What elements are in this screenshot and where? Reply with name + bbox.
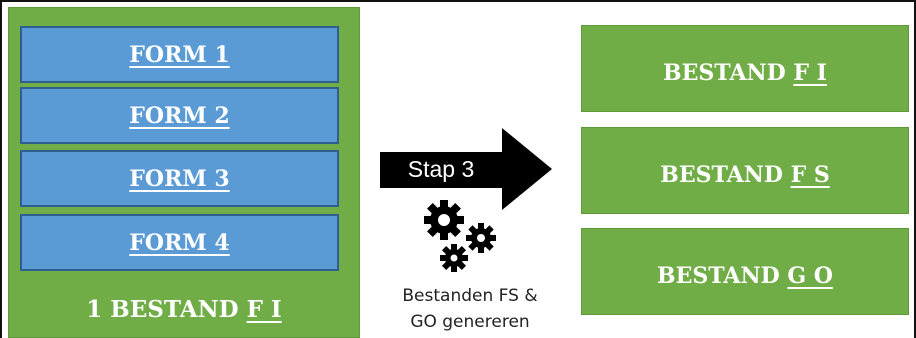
- target-file-go[interactable]: BESTAND G O: [581, 228, 909, 315]
- step-caption-line-2: GO genereren: [410, 312, 530, 332]
- target-file-prefix: BESTAND: [657, 262, 780, 289]
- target-file-code: G O: [787, 262, 833, 289]
- step-caption-line-1: Bestanden FS &: [402, 286, 538, 306]
- arrow-shape: [380, 128, 552, 210]
- gear-large: [424, 200, 464, 240]
- gears-icon: [424, 200, 496, 272]
- target-file-code: F S: [790, 161, 830, 188]
- step-caption: Bestanden FS & GO genereren: [375, 283, 565, 335]
- target-file-prefix: BESTAND: [663, 59, 786, 86]
- form-3-link[interactable]: FORM 3: [20, 150, 339, 207]
- form-1-link[interactable]: FORM 1: [20, 26, 339, 83]
- source-file-label: 1 BESTAND F I: [8, 296, 360, 323]
- target-file-prefix: BESTAND: [660, 161, 783, 188]
- form-2-link[interactable]: FORM 2: [20, 87, 339, 144]
- target-file-fi[interactable]: BESTAND F I: [581, 25, 909, 112]
- source-file-prefix: 1 BESTAND: [86, 296, 247, 323]
- gear-right: [466, 223, 496, 253]
- form-4-link[interactable]: FORM 4: [20, 214, 339, 271]
- source-file-code: F I: [246, 296, 282, 323]
- target-file-code: F I: [793, 59, 827, 86]
- target-file-fs[interactable]: BESTAND F S: [581, 127, 909, 214]
- gear-bottom: [440, 244, 468, 272]
- step-label: Stap 3: [407, 156, 475, 182]
- right-arrow-icon: [380, 128, 552, 210]
